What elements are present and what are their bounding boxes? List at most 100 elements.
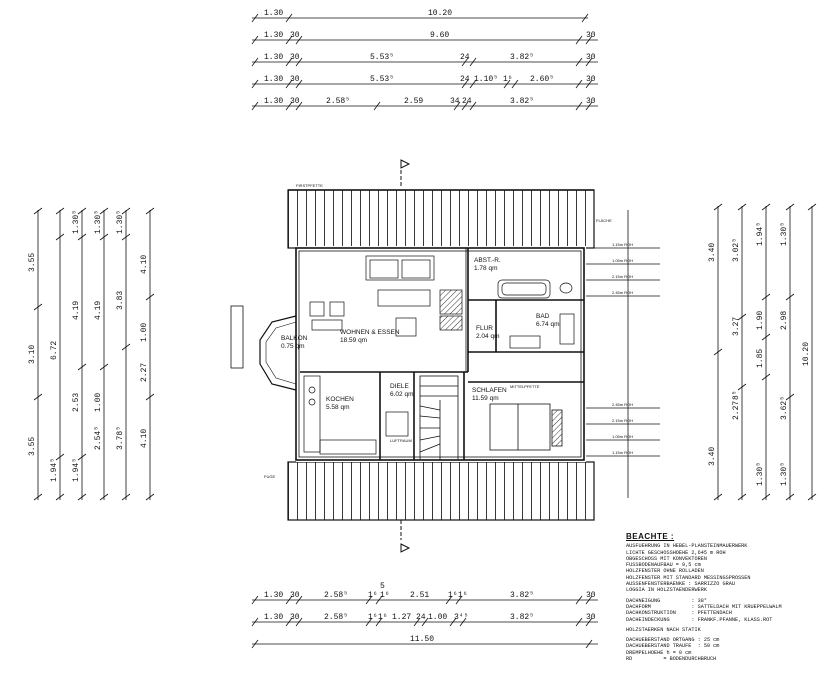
level-1: 1.15m ROH — [612, 242, 633, 247]
notes-panel: BEACHTE : AUSFUEHRUNG IN HEBEL-PLANSTEIN… — [626, 532, 832, 663]
level-6: 2.15m ROH — [612, 418, 633, 423]
notes-line: OBGESCHOSS MIT KONVEKTOREN — [626, 555, 707, 562]
bottom-dim-r1-h: 1⁶ — [448, 591, 458, 600]
kitchen-counter — [303, 375, 377, 455]
top-dim-r3-f: 30 — [586, 53, 596, 62]
left-dim-c1-a: 3.55 — [28, 253, 37, 272]
notes-title: BEACHTE : — [626, 532, 675, 541]
top-dim-r3-a: 1.30 — [264, 53, 283, 62]
section-marker-top — [400, 159, 411, 186]
notes-line: LICHTE GESCHOSSHOEHE 2,645 m ROH — [626, 549, 726, 556]
bottom-dim-r2-d: 1⁶ — [368, 613, 378, 622]
bottom-dim-overall: 11.50 — [410, 635, 434, 644]
notes-line: HOLZSTAERKEN NACH STATIK — [626, 626, 701, 633]
right-dim-c1-a: 3.40 — [708, 243, 717, 262]
level-labels: 1.15m ROH 1.05m ROH 2.15m ROH 2.45m ROH … — [612, 242, 633, 455]
top-dim-r3-b: 30 — [290, 53, 300, 62]
roof-top — [287, 189, 595, 249]
room-balkon-name: BALKON — [281, 335, 308, 342]
left-dim-c6-c: 2.27 — [140, 363, 149, 382]
level-8: 1.15m ROH — [612, 450, 633, 455]
bath-fixtures — [497, 279, 575, 349]
right-dim-c1-b: 3.40 — [708, 447, 717, 466]
left-dimension-lines — [33, 207, 155, 501]
top-dim-r4-e: 1.10⁵ — [474, 75, 498, 84]
bottom-dim-r2-e: 1⁶ — [378, 613, 388, 622]
bottom-dim-r2-h: 1.00 — [428, 613, 447, 622]
right-dim-c2-a: 3.02⁵ — [732, 238, 741, 262]
left-dim-c3-b: 4.19 — [72, 301, 81, 320]
top-dim-r1-b: 10.20 — [428, 9, 452, 18]
room-diele-name: DIELE — [390, 383, 409, 390]
bottom-dimension-texts: 1.30 30 2.58⁵ 5 1⁶ 1⁶ 2.51 1⁶ 1⁶ 3.82⁵ 3… — [264, 582, 596, 644]
roof-bottom — [287, 461, 595, 521]
bottom-dim-r2-i: 3⁴⁵ — [454, 613, 468, 622]
room-schlafen-name: SCHLAFEN — [472, 387, 507, 394]
room-bad-area: 6.74 qm — [536, 321, 560, 328]
right-dim-c4-d: 1.30⁵ — [780, 462, 789, 486]
left-dim-c1-b: 3.10 — [28, 345, 37, 364]
top-dim-r2-c: 9.60 — [430, 31, 449, 40]
left-dim-c6-b: 1.00 — [140, 323, 149, 342]
room-schlafen-area: 11.59 qm — [472, 395, 499, 402]
left-dimension-texts: 3.55 3.10 3.55 6.72 1.94⁵ 1.30⁵ 4.19 2.5… — [28, 210, 149, 482]
top-dim-r4-f: 1⁶ — [503, 75, 513, 84]
left-dim-c3-a: 1.30⁵ — [72, 210, 81, 234]
notes-line: RD = BODENDURCHBRUCH — [626, 656, 717, 663]
left-dim-c4-a: 1.30⁵ — [94, 210, 103, 234]
left-dim-c2-a: 6.72 — [50, 341, 59, 360]
top-dim-r3-c: 5.53⁵ — [370, 53, 394, 62]
bottom-dim-r2-c: 2.58⁵ — [324, 613, 348, 622]
right-dim-c3-a: 1.94⁵ — [756, 222, 765, 246]
level-4: 2.45m ROH — [612, 290, 633, 295]
luftraum-opening — [385, 411, 409, 437]
left-dim-c5-b: 3.83 — [116, 291, 125, 310]
room-bad-name: BAD — [536, 313, 550, 320]
right-dim-c5-a: 10.20 — [802, 342, 811, 366]
left-dim-c4-b: 4.19 — [94, 301, 103, 320]
left-dim-c4-d: 2.54⁵ — [94, 426, 103, 450]
bottom-dimension-lines — [251, 595, 598, 649]
notes-line: HOLZFENSTER MIT STANDARD MESSINGSPROSSEN — [626, 574, 751, 581]
bottom-dim-r1-i: 1⁶ — [458, 591, 468, 600]
top-dim-r4-c: 5.53⁵ — [370, 75, 394, 84]
top-dim-r2-a: 1.30 — [264, 31, 283, 40]
right-dim-c2-d: 8⁵ — [732, 390, 741, 400]
room-kochen-area: 5.58 qm — [326, 404, 350, 411]
left-dim-c2-b: 1.94⁵ — [50, 458, 59, 482]
top-dim-r4-d: 24 — [460, 75, 470, 84]
bottom-dim-r1-j: 3.82⁵ — [510, 591, 534, 600]
firstpfette-label: FIRSTPFETTE — [296, 183, 323, 188]
top-dim-r4-h: 30 — [586, 75, 596, 84]
right-dim-c3-c: 1.85 — [756, 349, 765, 368]
bottom-dim-r1-k: 30 — [586, 591, 596, 600]
bottom-dim-r2-j: 3.82⁵ — [510, 613, 534, 622]
bottom-dim-r1-e: 1⁶ — [368, 591, 378, 600]
room-abst-area: 1.78 qm — [474, 265, 498, 272]
level-lines — [586, 210, 660, 498]
left-dim-c3-c: 2.53 — [72, 393, 81, 412]
level-5: 2.45m ROH — [612, 402, 633, 407]
notes-line: DACHFORM : SATTELDACH MIT KRUEPPELWALM — [626, 603, 782, 610]
luftraum-label: LUFTRAUM — [390, 438, 412, 443]
room-balkon-area: 0.75 qm — [281, 343, 305, 350]
flaeche-label: FLÄCHE — [596, 218, 612, 223]
staircase — [419, 375, 459, 461]
right-dim-c4-c: 3.62⁵ — [780, 396, 789, 420]
notes-line: DACHUEBERSTAND ORTGANG : 25 cm — [626, 637, 720, 644]
left-dim-c4-c: 1.00 — [94, 393, 103, 412]
top-dim-r2-d: 30 — [586, 31, 596, 40]
bed — [489, 403, 563, 451]
mittelpfette-label: MITTELPFETTE — [510, 384, 540, 389]
left-dim-c3-d: 1.94⁵ — [72, 458, 81, 482]
room-diele-area: 6.02 qm — [390, 391, 414, 398]
room-flur-name: FLUR — [476, 325, 493, 332]
room-labels: WOHNEN & ESSEN 18.59 qm BALKON 0.75 qm K… — [264, 183, 612, 479]
section-marker-bottom — [400, 520, 411, 553]
notes-line: LOGGIA IN HOLZSTAENDERWERK — [626, 587, 707, 594]
top-dim-r5-e: 34 — [450, 97, 460, 106]
balkon-bay — [259, 315, 297, 391]
room-wohnen-name: WOHNEN & ESSEN — [340, 329, 400, 336]
bottom-dim-r1-c: 2.58⁵ — [324, 591, 348, 600]
top-dim-r5-a: 1.30 — [264, 97, 283, 106]
